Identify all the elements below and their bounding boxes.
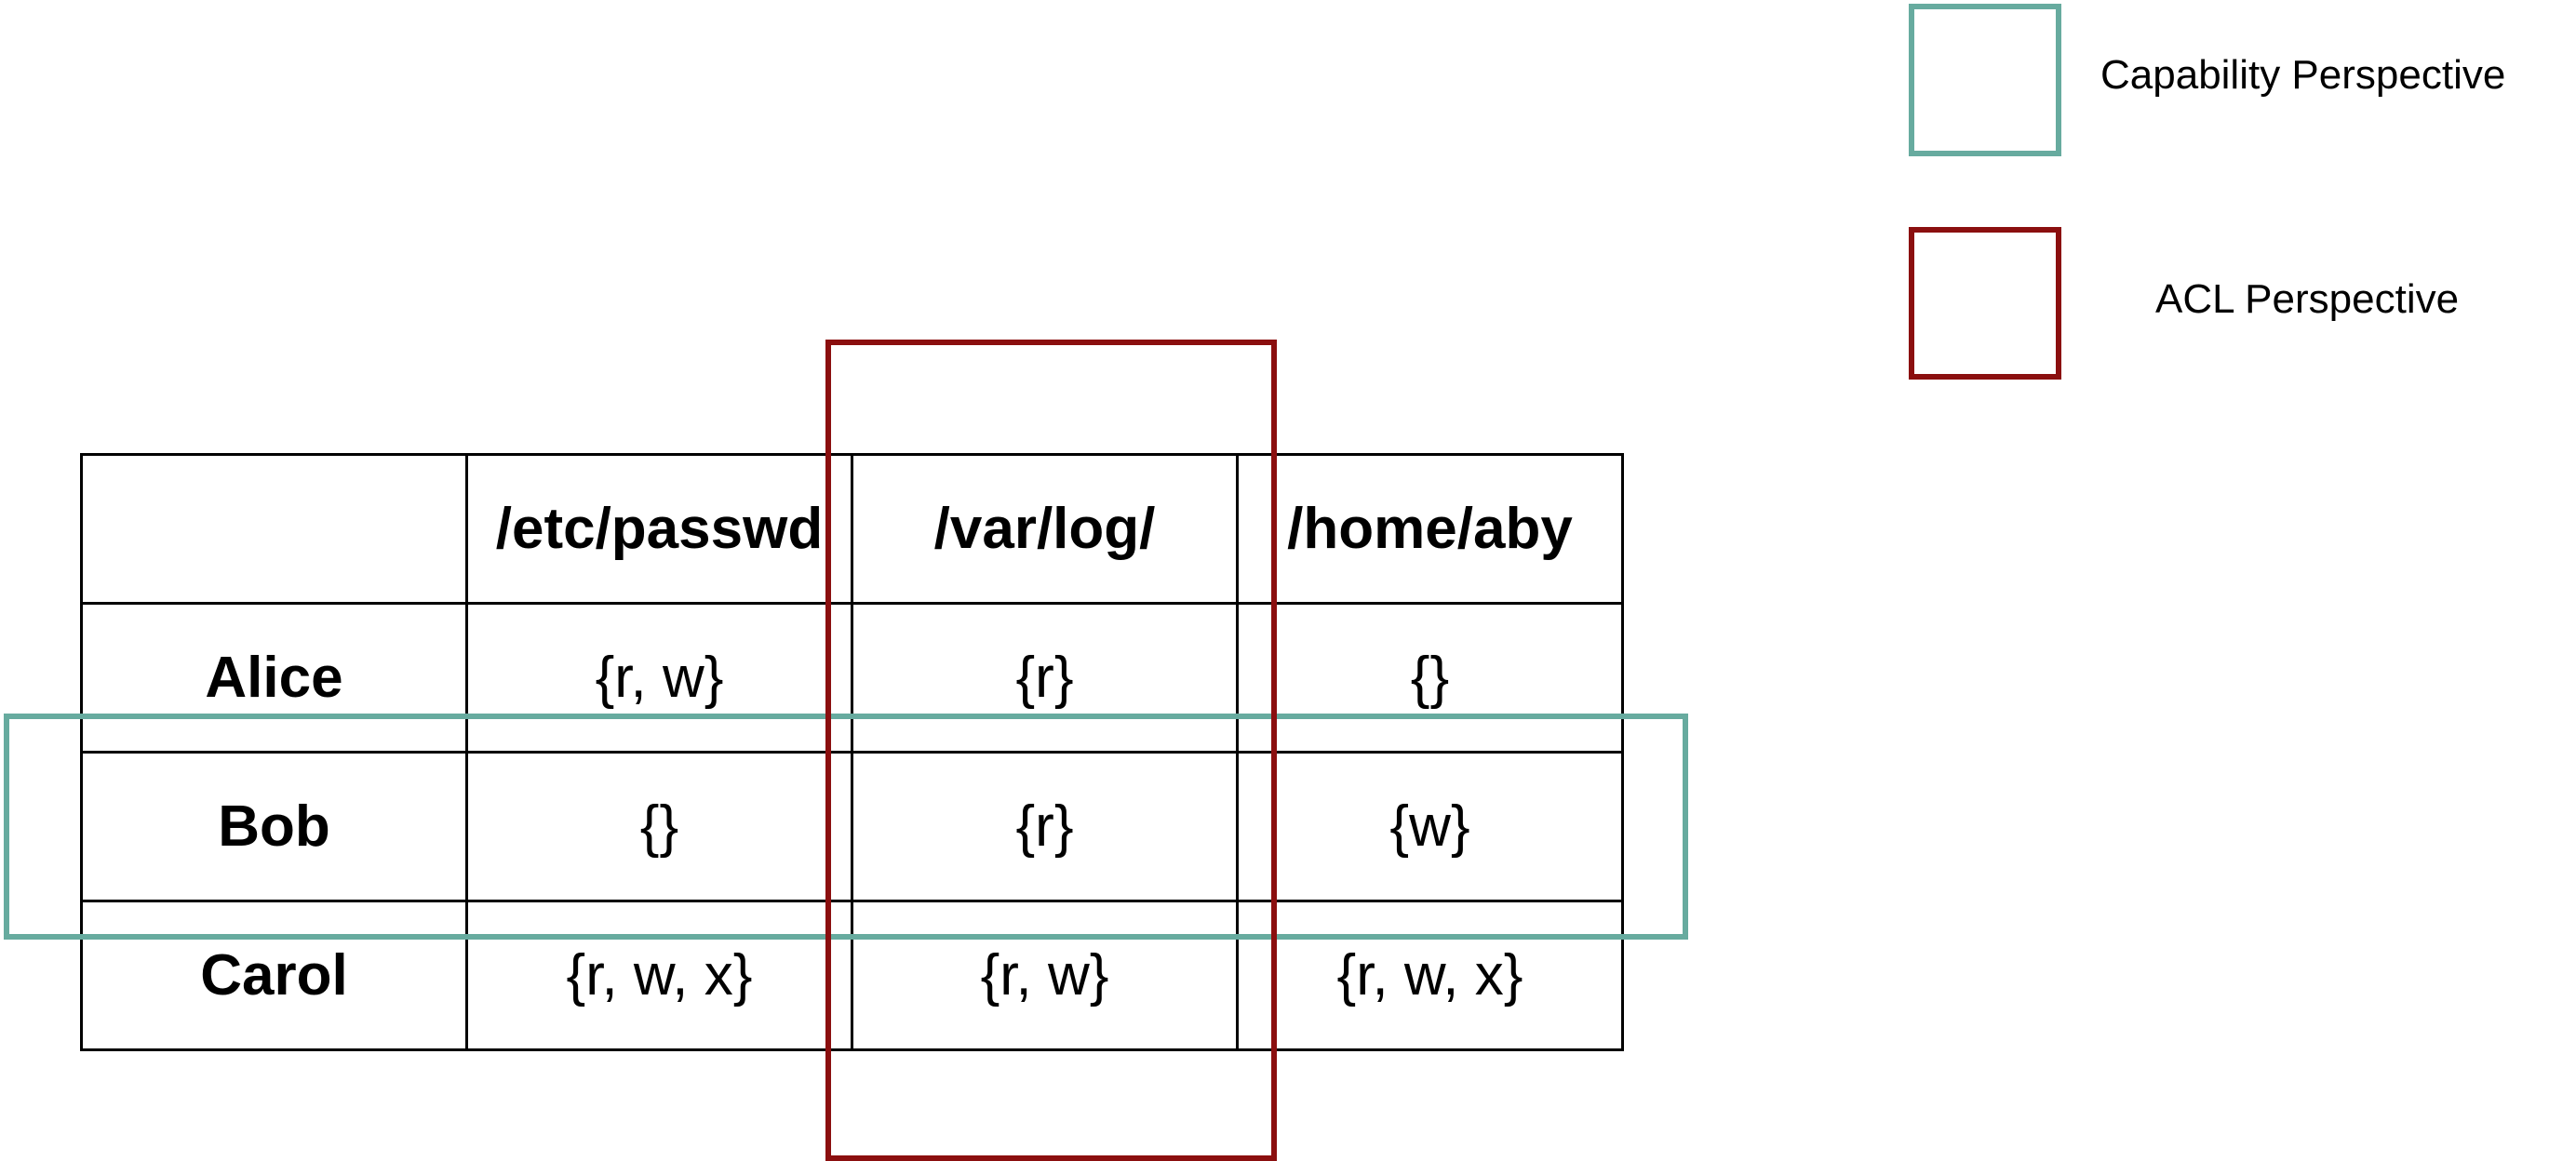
acl-legend-label: ACL Perspective — [2155, 276, 2460, 322]
matrix-row-carol: Carol {r, w, x} {r, w} {r, w, x} — [80, 900, 1624, 1051]
cell-bob-home-aby: {w} — [1236, 751, 1624, 902]
cell-carol-var-log: {r, w} — [851, 900, 1239, 1051]
capability-legend-swatch — [1909, 4, 2061, 156]
matrix-row-alice: Alice {r, w} {r} {} — [80, 602, 1624, 754]
row-label-alice: Alice — [80, 602, 468, 754]
cell-alice-var-log: {r} — [851, 602, 1239, 754]
cell-alice-home-aby: {} — [1236, 602, 1624, 754]
row-label-carol: Carol — [80, 900, 468, 1051]
cell-alice-etc-passwd: {r, w} — [465, 602, 853, 754]
cell-carol-home-aby: {r, w, x} — [1236, 900, 1624, 1051]
acl-legend-swatch — [1909, 227, 2061, 380]
matrix-row-bob: Bob {} {r} {w} — [80, 751, 1624, 902]
matrix-header-row: /etc/passwd /var/log/ /home/aby — [80, 453, 1624, 605]
column-header-etc-passwd: /etc/passwd — [465, 453, 853, 605]
column-header-var-log: /var/log/ — [851, 453, 1239, 605]
cell-bob-var-log: {r} — [851, 751, 1239, 902]
access-control-matrix: /etc/passwd /var/log/ /home/aby Alice {r… — [80, 453, 1624, 1051]
row-label-bob: Bob — [80, 751, 468, 902]
matrix-corner-cell — [80, 453, 468, 605]
cell-bob-etc-passwd: {} — [465, 751, 853, 902]
capability-legend-label: Capability Perspective — [2100, 52, 2506, 98]
cell-carol-etc-passwd: {r, w, x} — [465, 900, 853, 1051]
column-header-home-aby: /home/aby — [1236, 453, 1624, 605]
